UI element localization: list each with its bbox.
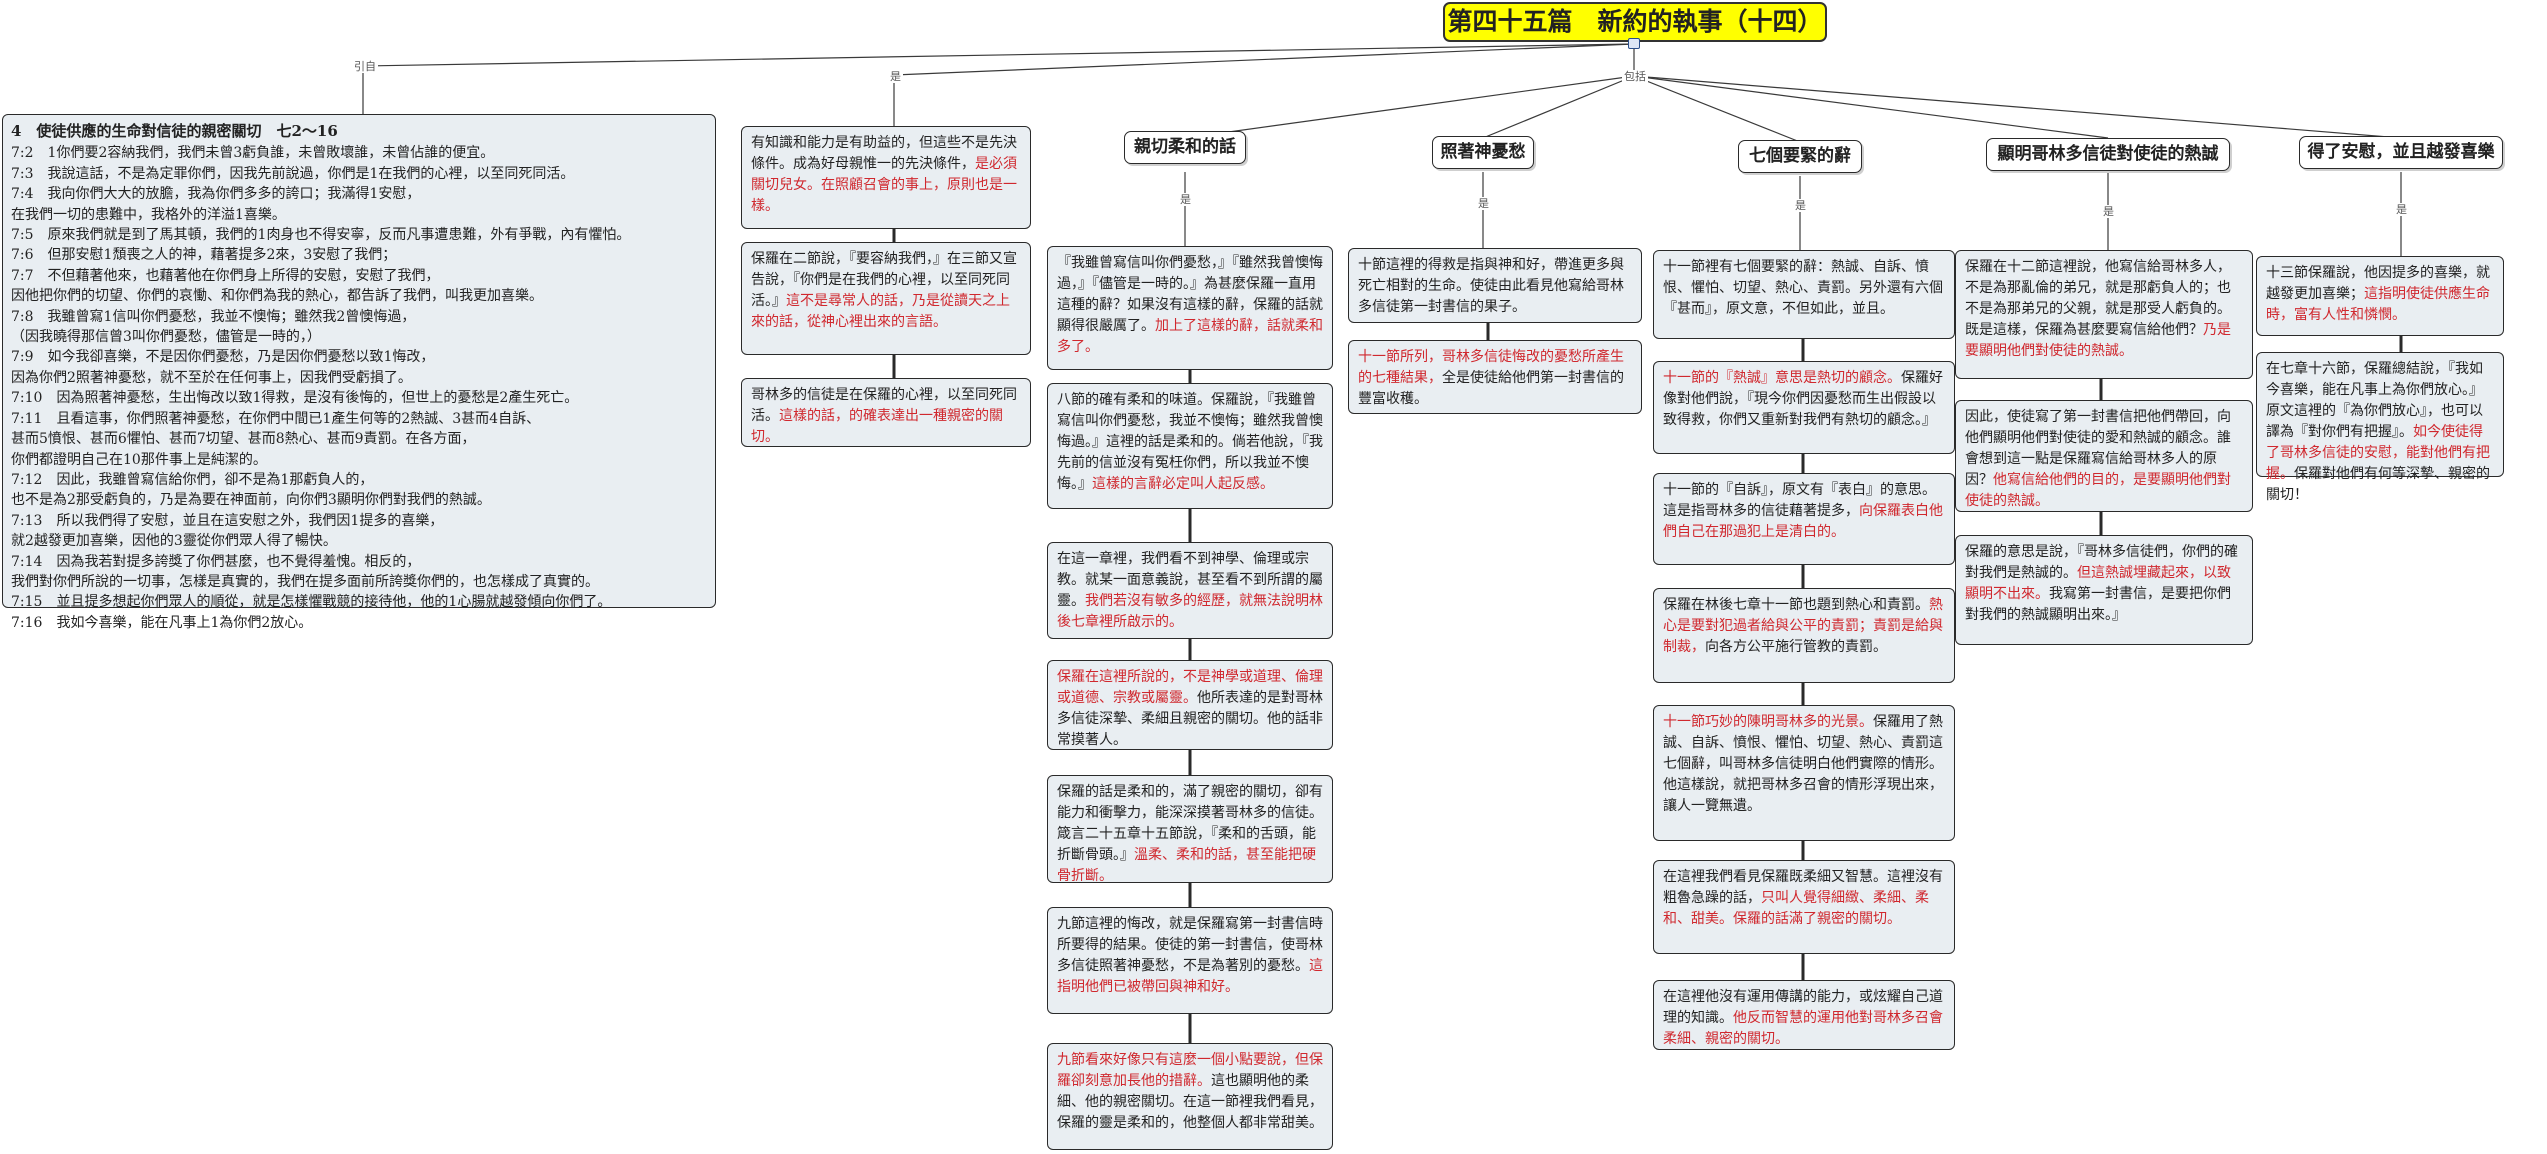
scripture-line: 因他把你們的切望、你們的哀慟、和你們為我的熱心，都告訴了我們，叫我更加喜樂。: [11, 288, 543, 305]
branch-header-earnestness[interactable]: 顯明哥林多信徒對使徒的熱誠: [1986, 138, 2230, 171]
scripture-line: （因我曉得那信曾3叫你們憂愁，儘管是一時的，）: [11, 329, 321, 346]
intro-node[interactable]: 哥林多的信徒是在保羅的心裡，以至同死同活。這樣的話，的確表達出一種親密的關切。: [741, 378, 1031, 447]
scripture-line: 7:10 因為照著神憂愁，生出悔改以致1得救，是沒有後悔的，但世上的憂愁是2產生…: [11, 390, 579, 407]
scripture-line: 7:14 因為我若對提多誇獎了你們甚麼，也不覺得羞愧。相反的，: [11, 553, 421, 570]
branch-header-comfort-joy[interactable]: 得了安慰，並且越發喜樂: [2299, 136, 2503, 169]
scripture-line: 7:8 我雖曾寫1信叫你們憂愁，我並不懊悔；雖然我2曾懊悔過，: [11, 308, 416, 325]
branch-header-gentle-words[interactable]: 親切柔和的話: [1124, 131, 1246, 164]
gentle-words-node[interactable]: 八節的確有柔和的味道。保羅說，『我雖曾寫信叫你們憂愁，我並不懊悔；雖然我曾懊悔過…: [1047, 383, 1333, 509]
seven-words-node[interactable]: 十一節巧妙的陳明哥林多的光景。保羅用了熱誠、自訴、憤恨、懼怕、切望、熱心、責罰這…: [1653, 705, 1955, 841]
connector-root-intro: [893, 43, 1635, 76]
scripture-line: 我們對你們所說的一切事，怎樣是真實的，我們在提多面前所誇獎你們的，也怎樣成了真實…: [11, 573, 599, 590]
connector-hub-b3: [1633, 75, 1801, 143]
seven-words-node[interactable]: 保羅在林後七章十一節也題到熱心和責罰。熱心是要對犯過者給與公平的責罰；責罰是給與…: [1653, 588, 1955, 683]
seven-words-node[interactable]: 十一節的『自訴』，原文有『表白』的意思。這是指哥林多的信徒藉著提多，向保羅表白他…: [1653, 473, 1955, 565]
seven-words-node[interactable]: 十一節的『熱誠』意思是熱切的顧念。保羅好像對他們說，『現今你們因憂愁而生出假設以…: [1653, 361, 1955, 454]
scripture-line: 7:4 我向你們大大的放膽，我為你們多多的誇口；我滿得1安慰，: [11, 186, 421, 203]
scripture-line: 7:2 1你們要2容納我們，我們未曾3虧負誰，未曾敗壞誰，未曾佔誰的便宜。: [11, 145, 495, 162]
comfort-joy-node[interactable]: 十三節保羅說，他因提多的喜樂，就越發更加喜樂；這指明使徒供應生命時，富有人性和憐…: [2256, 256, 2504, 336]
intro-node[interactable]: 保羅在二節說，『要容納我們，』在三節又宣告說，『你們是在我們的心裡，以至同死同活…: [741, 242, 1031, 355]
scripture-title: 4 使徒供應的生命對信徒的親密關切 七2～16: [11, 122, 338, 140]
connector-hub-b5: [1633, 75, 2402, 139]
scripture-line: 7:9 如今我卻喜樂，不是因你們憂愁，乃是因你們憂愁以致1悔改，: [11, 349, 435, 366]
earnestness-node[interactable]: 保羅在十二節這裡說，他寫信給哥林多人，不是為那亂倫的弟兄，就是那虧負人的；也不是…: [1955, 250, 2253, 379]
branch-header-seven-words[interactable]: 七個要緊的辭: [1738, 140, 1862, 173]
comfort-joy-node[interactable]: 在七章十六節，保羅總結說，『我如今喜樂，能在凡事上為你們放心。』原文這裡的『為你…: [2256, 352, 2504, 503]
gentle-words-node[interactable]: 在這一章裡，我們看不到神學、倫理或宗教。就某一面意義說，甚至看不到所謂的屬靈。我…: [1047, 542, 1333, 639]
connector-hub-b1: [1184, 75, 1635, 139]
label-shi-b5: 是: [2394, 203, 2409, 216]
label-shi-b3: 是: [1793, 199, 1808, 212]
earnestness-node[interactable]: 保羅的意思是說，『哥林多信徒們，你們的確對我們是熱誠的。但這熱誠埋藏起來，以致顯…: [1955, 535, 2253, 645]
godly-sorrow-node[interactable]: 十節這裡的得救是指與神和好，帶進更多與死亡相對的生命。使徒由此看見他寫給哥林多信…: [1348, 248, 1642, 323]
scripture-line: 也不是為2那受虧負的，乃是為要在神面前，向你們3顯明你們對我們的熱誠。: [11, 492, 491, 509]
label-yinzi: 引自: [352, 60, 378, 73]
seven-words-node[interactable]: 在這裡他沒有運用傳講的能力，或炫耀自己道理的知識。他反而智慧的運用他對哥林多召會…: [1653, 980, 1955, 1050]
scripture-line: 甚而5憤恨、甚而6懼怕、甚而7切望、甚而8熱心、甚而9責罰。在各方面，: [11, 431, 476, 448]
gentle-words-node[interactable]: 九節這裡的悔改，就是保羅寫第一封書信時所要得的結果。使徒的第一封書信，使哥林多信…: [1047, 907, 1333, 1014]
connector-root-scripture: [362, 43, 1635, 67]
gentle-words-node[interactable]: 保羅在這裡所說的，不是神學或道理、倫理或道德、宗教或屬靈。他所表達的是對哥林多信…: [1047, 660, 1333, 750]
intro-node[interactable]: 有知識和能力是有助益的，但這些不是先決條件。成為好母親惟一的先決條件，是必須關切…: [741, 126, 1031, 229]
connector-hub-b4: [1633, 75, 2109, 139]
scripture-line: 7:15 並且提多想起你們眾人的順從，就是怎樣懼戰競的接待他，他的1心腸就越發傾…: [11, 594, 612, 611]
scripture-line: 7:6 但那安慰1頹喪之人的神，藉著提多2來，3安慰了我們；: [11, 247, 397, 264]
scripture-line: 7:12 因此，我雖曾寫信給你們，卻不是為1那虧負人的，: [11, 471, 374, 488]
scripture-line: 你們都證明自己在10那件事上是純潔的。: [11, 451, 267, 468]
label-shi-intro: 是: [888, 70, 903, 83]
scripture-box[interactable]: 4 使徒供應的生命對信徒的親密關切 七2～16 7:2 1你們要2容納我們，我們…: [2, 114, 716, 631]
gentle-words-node[interactable]: 『我雖曾寫信叫你們憂愁，』『雖然我曾懊悔過，』『儘管是一時的。』為甚麼保羅一直用…: [1047, 246, 1333, 370]
gentle-words-node[interactable]: 九節看來好像只有這麼一個小點要說，但保羅卻刻意加長他的措辭。這也顯明他的柔細、他…: [1047, 1043, 1333, 1150]
scripture-line: 7:13 所以我們得了安慰，並且在這安慰之外，我們因1提多的喜樂，: [11, 512, 444, 529]
branch-header-godly-sorrow[interactable]: 照著神憂愁: [1432, 136, 1534, 169]
connector-hub-b2: [1482, 75, 1635, 139]
scripture-line: 7:3 我說這話，不是為定罪你們，因我先前說過，你們是1在我們的心裡，以至同死同…: [11, 165, 575, 182]
scripture-line: 就2越發更加喜樂，因他的3靈從你們眾人得了暢快。: [11, 533, 337, 550]
root-title[interactable]: 第四十五篇 新約的執事（十四）: [1443, 2, 1827, 42]
scripture-line: 7:16 我如今喜樂，能在凡事上1為你們2放心。: [11, 614, 313, 631]
seven-words-node[interactable]: 在這裡我們看見保羅既柔細又智慧。這裡沒有粗魯急躁的話，只叫人覺得細緻、柔細、柔和…: [1653, 860, 1955, 954]
expand-collapse-icon[interactable]: [1628, 38, 1640, 49]
label-shi-b1: 是: [1178, 193, 1193, 206]
scripture-line: 在我們一切的患難中，我格外的洋溢1喜樂。: [11, 206, 286, 223]
scripture-line: 7:7 不但藉著他來，也藉著他在你們身上所得的安慰，安慰了我們，: [11, 267, 440, 284]
seven-words-node[interactable]: 十一節裡有七個要緊的辭：熱誠、自訴、憤恨、懼怕、切望、熱心、責罰。另外還有六個『…: [1653, 250, 1955, 339]
earnestness-node[interactable]: 因此，使徒寫了第一封書信把他們帶回，向他們顯明他們對使徒的愛和熱誠的顧念。誰會想…: [1955, 400, 2253, 512]
label-baokuo: 包括: [1622, 70, 1648, 83]
scripture-line: 7:5 原來我們就是到了馬其頓，我們的1肉身也不得安寧，反而凡事遭患難，外有爭戰…: [11, 227, 631, 244]
scripture-line: 因為你們2照著神憂愁，就不至於在任何事上，因我們受虧損了。: [11, 369, 412, 386]
label-shi-b4: 是: [2101, 205, 2116, 218]
label-shi-b2: 是: [1476, 197, 1491, 210]
gentle-words-node[interactable]: 保羅的話是柔和的，滿了親密的關切，卻有能力和衝擊力，能深深摸著哥林多的信徒。箴言…: [1047, 775, 1333, 884]
scripture-line: 7:11 且看這事，你們照著神憂愁，在你們中間已1產生何等的2熱誠、3甚而4自訴…: [11, 410, 541, 427]
godly-sorrow-node[interactable]: 十一節所列，哥林多信徒悔改的憂愁所產生的七種結果，全是使徒給他們第一封書信的豐富…: [1348, 340, 1642, 414]
